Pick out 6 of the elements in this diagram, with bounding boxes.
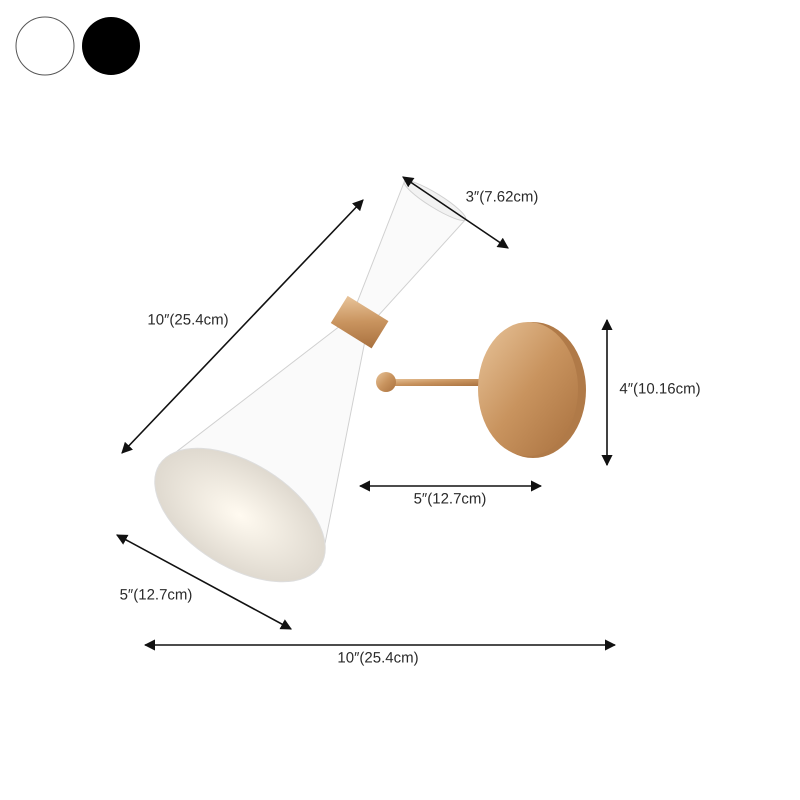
dimension-label: 4″(10.16cm) (619, 380, 701, 398)
dimension-label: 3″(7.62cm) (466, 188, 538, 206)
dimension-label: 5″(12.7cm) (120, 586, 192, 604)
dimension-label: 5″(12.7cm) (414, 490, 486, 508)
dimension-label: 10″(25.4cm) (337, 650, 419, 666)
dimension-label: 10″(25.4cm) (147, 312, 229, 328)
